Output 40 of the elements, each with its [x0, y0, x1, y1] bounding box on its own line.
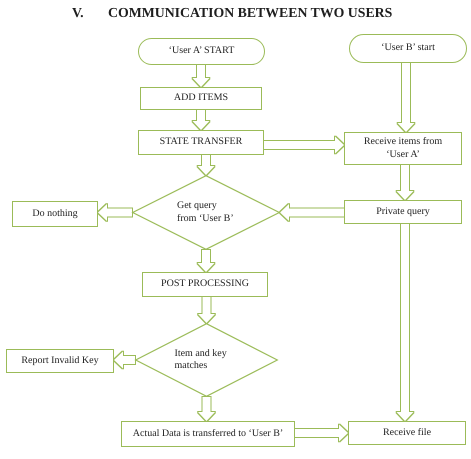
block-arrow: [98, 204, 132, 221]
block-arrow: [295, 424, 348, 442]
process-label: ADD ITEMS: [174, 92, 228, 105]
process-box: [12, 201, 98, 227]
block-arrow: [192, 65, 210, 87]
process-box: [142, 272, 268, 297]
process-box: [344, 132, 462, 165]
section-number: V.: [72, 5, 84, 21]
process-label: STATE TRANSFER: [160, 136, 242, 149]
process-label: Actual Data is transferred to ‘User B’: [132, 428, 284, 440]
terminal-label: ‘User A’ START: [168, 45, 234, 58]
process-box: [348, 421, 466, 445]
block-arrow: [396, 165, 414, 200]
decision-diamond: [135, 323, 278, 397]
process-box: [138, 130, 264, 155]
process-label: Receive file: [382, 426, 432, 440]
process-label: POST PROCESSING: [161, 278, 249, 291]
process-box: [344, 200, 462, 224]
process-box: [140, 87, 262, 110]
block-arrow: [198, 155, 214, 175]
process-label: Private query: [376, 206, 430, 218]
decision-label: Get query from ‘User B’: [177, 200, 235, 225]
block-arrow: [396, 224, 414, 421]
block-arrow: [114, 352, 135, 368]
block-arrow: [198, 297, 215, 323]
terminal-label: ‘User B’ start: [381, 42, 435, 55]
decision-diamond: [132, 175, 280, 250]
process-label: Do nothing: [32, 208, 78, 220]
block-arrow: [264, 136, 344, 154]
block-arrow: [198, 397, 215, 421]
block-arrow: [198, 250, 214, 272]
process-label: Report Invalid Key: [21, 354, 99, 368]
decision-label: Item and key matches: [174, 348, 228, 372]
process-label: Receive items from ‘User A’: [362, 136, 444, 161]
process-box: [6, 349, 114, 373]
process-box: [121, 421, 295, 447]
block-arrow: [192, 110, 210, 130]
block-arrow: [398, 63, 414, 132]
title: COMMUNICATION BETWEEN TWO USERS: [108, 5, 392, 21]
block-arrow: [280, 204, 344, 221]
